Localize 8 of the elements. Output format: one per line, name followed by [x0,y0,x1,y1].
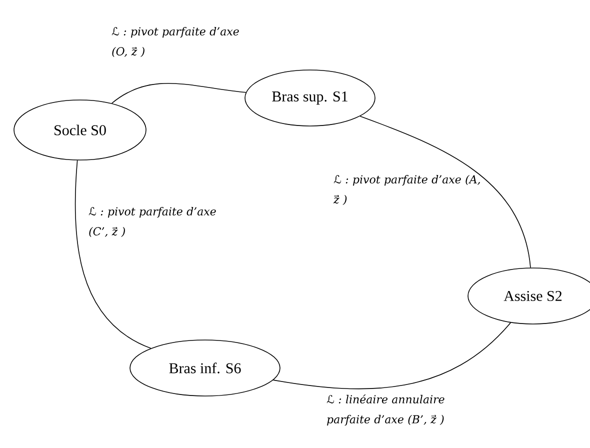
connector-curve [74,160,152,349]
edge-label: ℒ : pivot parfaite d’axe (C’, z⃗ ) [88,206,216,238]
edge-label: ℒ : pivot parfaite d’axe (A, z⃗ ) [333,174,480,206]
connector-curve [272,322,511,390]
edge-label: ℒ : linéaire annulaire parfaite d’axe (B’, z⃗ ) [326,394,444,426]
connector-curve [111,83,246,104]
connector-curve [360,116,531,268]
edge-label: ℒ : pivot parfaite d’axe (O, z⃗ ) [112,26,239,58]
